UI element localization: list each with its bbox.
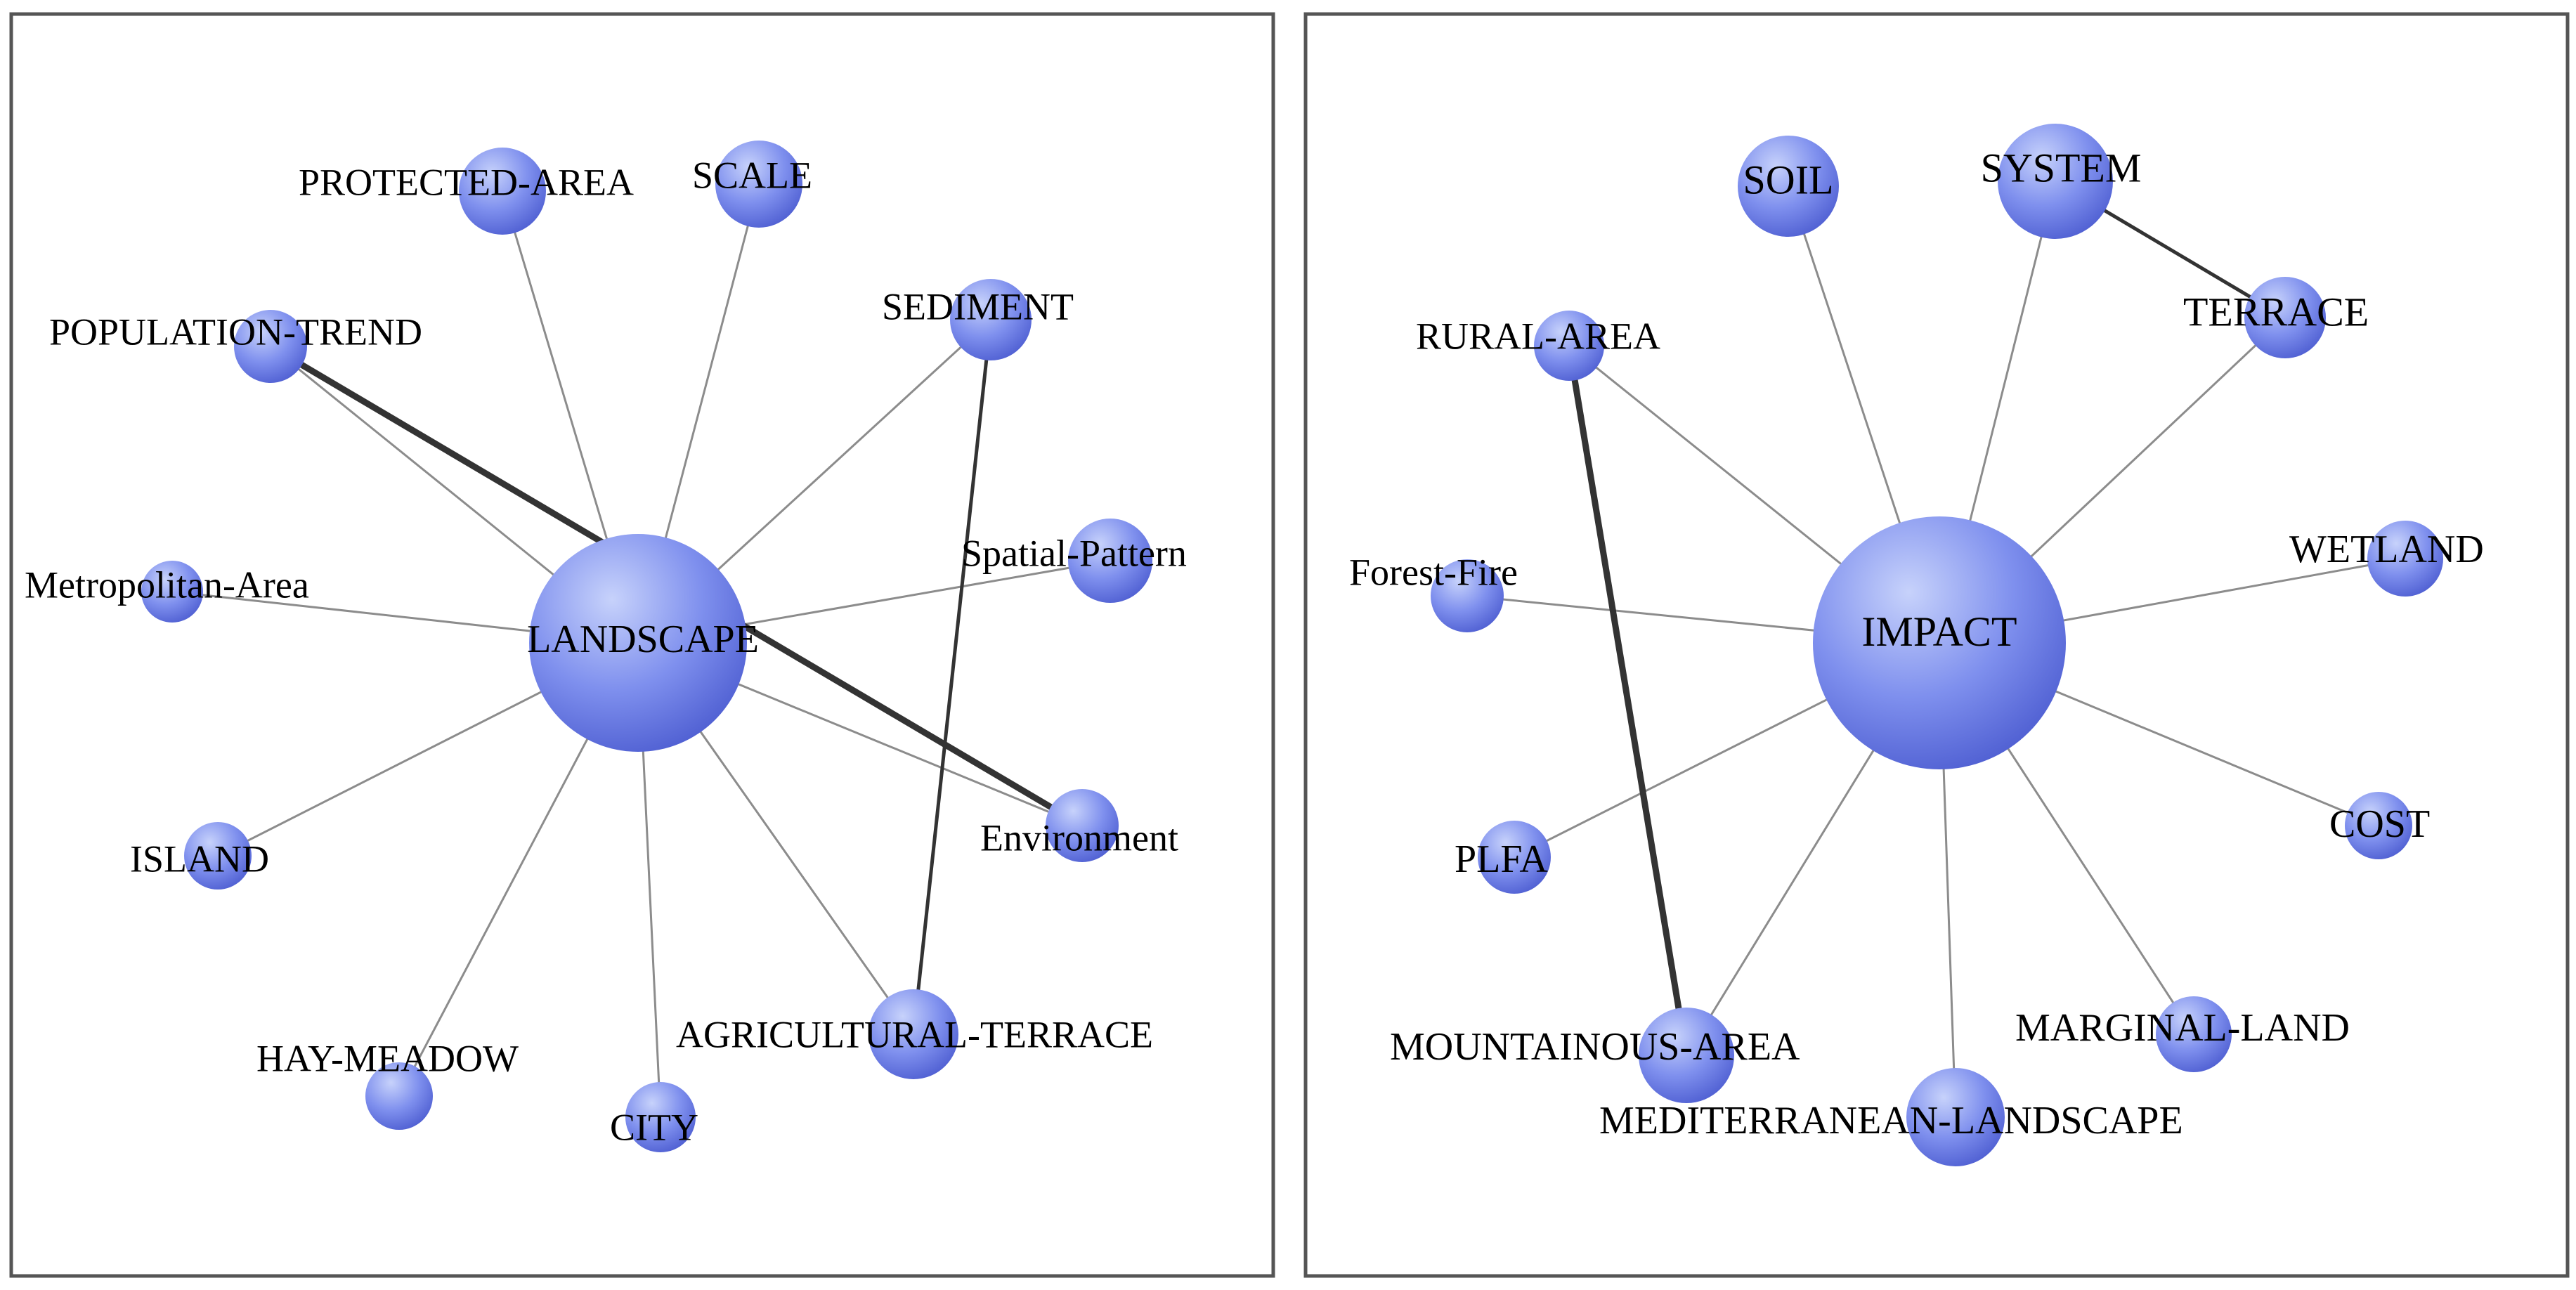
node-label-marginal-land: MARGINAL-LAND [2015,1006,2350,1050]
right-nodes [1431,124,2443,1166]
node-label-environment: Environment [980,816,1178,859]
node-cost [2345,792,2412,859]
node-label-mediterranean-landscape: MEDITERRANEAN-LANDSCAPE [1599,1099,2183,1142]
node-label-wetland: WETLAND [2289,528,2484,571]
node-label-soil: SOIL [1743,157,1834,202]
node-label-system: SYSTEM [1981,145,2142,190]
node-marginal-land [2156,996,2232,1072]
left-network: LANDSCAPE PROTECTED-AREA SCALE POPULATION-T… [25,141,1187,1152]
node-label-island: ISLAND [130,838,269,880]
node-wetland [2367,521,2443,597]
node-label-cost: COST [2329,802,2430,846]
node-label-hay-meadow: HAY-MEADOW [256,1037,519,1079]
node-hay-meadow [365,1062,433,1130]
node-soil [1738,136,1839,237]
node-label-sediment: SEDIMENT [882,285,1074,327]
node-label-protected-area: PROTECTED-AREA [299,161,634,203]
node-island [184,822,252,890]
edge-sediment-agricultural-terrace [911,318,993,1036]
node-scale [715,141,802,228]
node-forest-fire [1431,559,1504,632]
node-label-spatial-pattern: Spatial-Pattern [961,532,1187,574]
node-population-trend [234,310,307,383]
node-system [1998,124,2113,239]
node-city [625,1082,696,1152]
left-nodes [141,141,1152,1152]
node-label-terrace: TERRACE [2183,289,2369,334]
node-label-population-trend: POPULATION-TREND [49,311,422,353]
node-label-landscape: LANDSCAPE [527,618,759,661]
edge-rural-area-mountainous-area [1566,342,1690,1059]
node-label-metropolitan-area: Metropolitan-Area [25,563,309,606]
node-label-forest-fire: Forest-Fire [1349,551,1518,593]
node-protected-area [459,148,546,235]
node-rural-area [1534,311,1604,381]
right-network: IMPACT SOIL SYSTEM RURAL-AREA TERRACE Forest-… [1349,124,2484,1166]
node-mediterranean-landscape [1906,1068,2005,1166]
node-environment [1046,789,1119,862]
node-agricultural-terrace [869,989,958,1079]
node-landscape [529,534,747,752]
node-label-rural-area: RURAL-AREA [1416,315,1660,357]
node-label-mountainous-area: MOUNTAINOUS-AREA [1390,1025,1800,1069]
node-terrace [2244,277,2326,358]
node-label-scale: SCALE [692,154,812,196]
node-sediment [950,279,1032,360]
node-label-plfa: PLFA [1455,838,1548,881]
node-mountainous-area [1639,1008,1734,1103]
node-plfa [1478,821,1551,894]
right-labels: IMPACT SOIL SYSTEM RURAL-AREA TERRACE Forest-… [1349,145,2484,1142]
node-label-city: CITY [610,1106,698,1148]
node-metropolitan-area [141,561,203,623]
left-labels: LANDSCAPE PROTECTED-AREA SCALE POPULATION-T… [25,154,1187,1148]
node-label-agricultural-terrace: AGRICULTURAL-TERRACE [676,1013,1153,1055]
node-spatial-pattern [1068,519,1152,603]
node-label-impact: IMPACT [1861,608,2017,655]
node-impact [1813,516,2066,769]
